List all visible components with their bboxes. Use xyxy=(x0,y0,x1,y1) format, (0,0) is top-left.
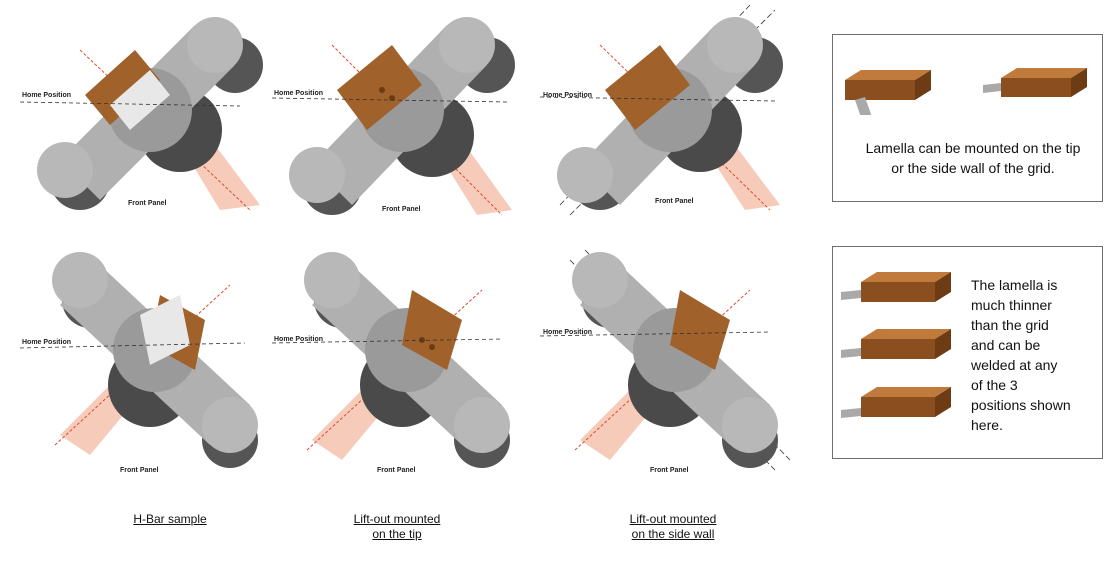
grid-position-3 xyxy=(841,387,951,418)
grid-front-face xyxy=(845,80,915,100)
stage-end-bottom-left xyxy=(557,147,613,203)
stage-end-top-left xyxy=(304,252,360,308)
grid-position-1 xyxy=(841,272,951,302)
home-position-label: Home Position xyxy=(274,90,324,97)
lamella xyxy=(841,290,861,300)
stage-end-bottom-right xyxy=(202,397,258,453)
info-box-top: Lamella can be mounted on the tip or the… xyxy=(832,34,1103,202)
front-panel-label: Front Panel xyxy=(128,200,167,207)
stage-illustration xyxy=(271,252,510,468)
caption-side: Lift-out mounted on the side wall xyxy=(598,512,748,542)
caption-hbar-text: H-Bar sample xyxy=(133,512,207,526)
grid-top-face xyxy=(845,70,931,80)
home-position-line xyxy=(19,342,246,349)
home-position-label: Home Position xyxy=(274,336,324,343)
caption-tip: Lift-out mounted on the tip xyxy=(322,512,472,542)
home-position-line xyxy=(271,338,503,344)
copper-grid xyxy=(670,290,730,370)
hbar-sample xyxy=(140,295,190,365)
lamella-positions-illustration xyxy=(841,272,951,418)
stage-end-bottom-left xyxy=(37,142,93,198)
caption-tip-line2: on the tip xyxy=(372,527,422,541)
lamella xyxy=(841,408,861,418)
grid-side-face xyxy=(1071,68,1087,97)
lamella-post xyxy=(429,344,435,350)
hbar-sample xyxy=(110,70,170,130)
stage-end-top-right xyxy=(707,17,763,73)
info-bottom-text: The lamella is much thinner than the gri… xyxy=(971,277,1071,433)
stage-end-bottom-right xyxy=(722,397,778,453)
caption-hbar: H-Bar sample xyxy=(95,512,245,527)
lamella xyxy=(983,83,1001,93)
stage-illustration xyxy=(539,249,791,471)
copper-grid xyxy=(402,290,462,370)
diagram-side-top: Home Position Front Panel xyxy=(539,4,783,225)
copper-grid xyxy=(85,50,160,125)
grid-top-face xyxy=(1001,68,1087,78)
stage-illustration xyxy=(19,252,258,468)
lamella xyxy=(841,348,861,358)
stage-end-top-right xyxy=(439,17,495,73)
caption-side-line1: Lift-out mounted xyxy=(629,512,717,526)
stage-illustration xyxy=(539,4,783,216)
grid-front-face xyxy=(1001,78,1071,97)
stage-illustration xyxy=(19,17,263,211)
home-position-label: Home Position xyxy=(22,92,72,99)
copper-grid xyxy=(605,45,690,130)
diagram-hbar-bottom: Home Position Front Panel xyxy=(19,245,258,474)
diagram-hbar-top: Home Position Front Panel xyxy=(19,10,263,230)
stage-end-top-left xyxy=(572,252,628,308)
front-panel-label: Front Panel xyxy=(377,467,416,474)
info-box-bottom: The lamella is much thinner than the gri… xyxy=(832,246,1103,459)
front-panel-label: Front Panel xyxy=(120,467,159,474)
home-position-line xyxy=(19,101,241,107)
beam-axis-line xyxy=(54,284,231,446)
home-position-label: Home Position xyxy=(22,339,72,346)
grid-position-2 xyxy=(841,329,951,359)
front-panel-label: Front Panel xyxy=(655,198,694,205)
diagram-side-bottom: Home Position Front Panel xyxy=(539,245,791,474)
home-position-line xyxy=(539,331,771,337)
caption-side-line2: on the side wall xyxy=(631,527,715,541)
home-position-label: Home Position xyxy=(543,329,593,336)
diagram-tip-bottom: Home Position Front Panel xyxy=(271,245,510,474)
stage-end-bottom-right xyxy=(454,397,510,453)
stage-illustration xyxy=(271,17,515,216)
lamella-illustrations xyxy=(845,68,1087,115)
grid-side-face xyxy=(915,70,931,100)
beam-axis-line xyxy=(599,44,771,211)
caption-tip-line1: Lift-out mounted xyxy=(353,512,441,526)
info-top-text: Lamella can be mounted on the tip or the… xyxy=(865,140,1081,176)
front-panel-label: Front Panel xyxy=(382,206,421,213)
lamella-post xyxy=(389,95,395,101)
stage-end-top-left xyxy=(52,252,108,308)
lamella-post xyxy=(379,87,385,93)
stage-end-bottom-left xyxy=(289,147,345,203)
diagram-tip-top: Home Position Front Panel xyxy=(271,10,515,230)
copper-grid xyxy=(337,45,422,130)
front-panel-label: Front Panel xyxy=(650,467,689,474)
lamella xyxy=(855,97,872,115)
home-position-label: Home Position xyxy=(543,92,593,99)
stage-end-top-right xyxy=(187,17,243,73)
